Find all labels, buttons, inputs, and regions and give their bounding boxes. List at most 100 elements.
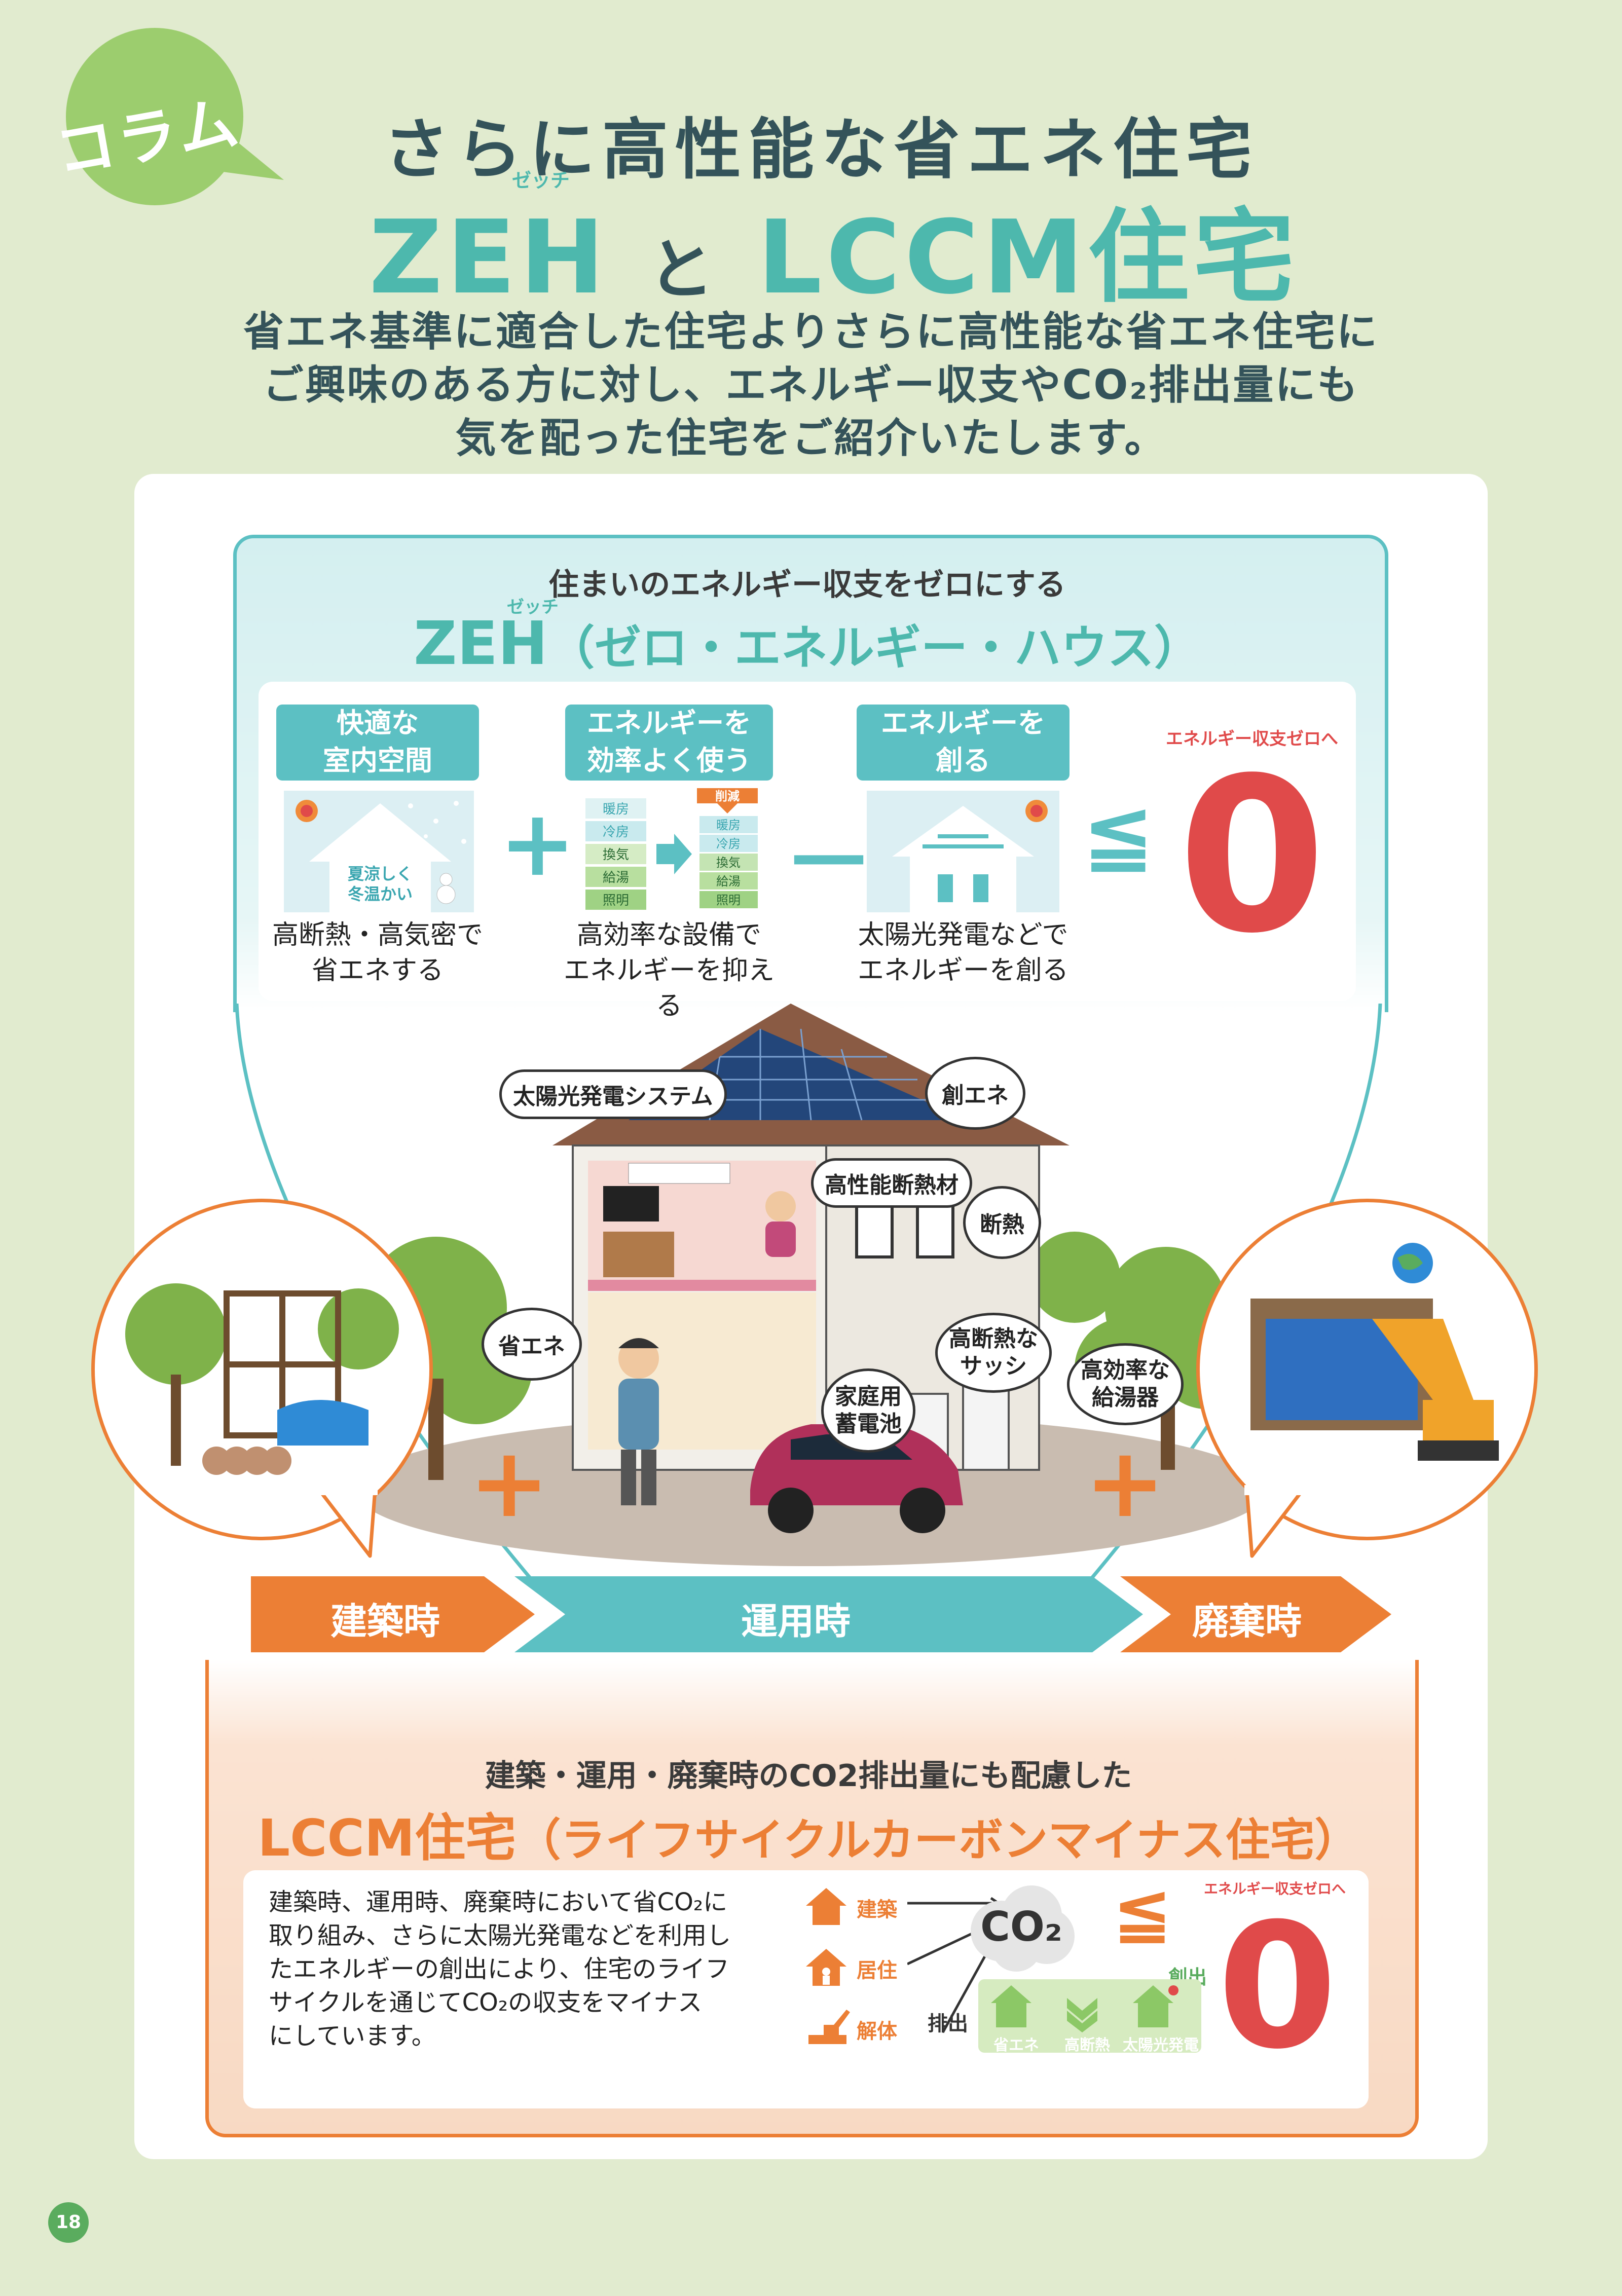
bar-left-4: 給湯 [603,870,629,885]
zeh-item3-head-line2: 創る [936,745,990,776]
zeh-item1-head-line1: 快適な [337,707,419,739]
callout-battery: 家庭用 蓄電池 [821,1368,915,1453]
zeh-item1-caption-line2: 省エネする [311,955,444,986]
page-title-line2: ZEH と LCCM住宅 [0,175,1622,322]
lccm-text-line3: たエネルギーの創出により、住宅のライフ [269,1955,730,1983]
callout-sash-line2: サッシ [960,1353,1027,1379]
bar-right-1: 暖房 [716,818,741,832]
zeh-item2-head: エネルギーを 効率よく使う [565,705,773,781]
callout-water-heater: 高効率な 給湯器 [1067,1343,1184,1425]
zeh-item3-head: エネルギーを 創る [857,705,1070,781]
lccm-text-line1: 建築時、運用時、廃棄時において省CO₂に [269,1888,728,1916]
bar-right-2: 冷房 [716,837,741,851]
title-lccm: LCCM住宅 [757,199,1299,317]
page-number: 18 [48,2202,89,2243]
lccm-title-paren: （ライフサイクルカーボンマイナス住宅） [516,1814,1359,1866]
intro-line-1: 省エネ基準に適合した住宅よりさらに高性能な省エネ住宅に [243,308,1379,355]
green-item-energy-saving: 省エネ [993,2036,1039,2054]
zeh-ruby: ゼッチ [512,169,570,192]
lccm-title: LCCM住宅（ライフサイクルカーボンマイナス住宅） [205,1797,1412,1870]
bar-left-1: 暖房 [603,802,629,817]
zeh-item1-caption: 高断熱・高気密で 省エネする [264,917,492,988]
callout-water-heater-line2: 給湯器 [1092,1385,1159,1411]
lccm-text-line2: 取り組み、さらに太陽光発電などを利用し [269,1921,731,1950]
zeh-zero: 0 [1177,732,1326,980]
zeh-title-ruby: ゼッチ [507,597,559,617]
intro-line-3: 気を配った住宅をご紹介いたします。 [455,415,1167,462]
co2-cloud [971,1885,1075,1972]
callout-create-energy: 創エネ [925,1057,1025,1130]
zeh-item2-head-line2: 効率よく使う [587,745,751,776]
green-item-insulation: 高断熱 [1064,2036,1110,2054]
zeh-item3-head-line1: エネルギーを [881,707,1045,739]
title-zeh: ZEH [368,199,609,317]
lifecycle-arrows [251,1576,1391,1652]
co2-label: CO₂ [980,1903,1062,1950]
bar-right-4: 給湯 [716,874,741,888]
demolition-circle [1196,1199,1538,1540]
demolition-scene [1250,1243,1499,1461]
stage-operation: 運用時 [741,1600,851,1643]
lccm-description: 建築時、運用時、廃棄時において省CO₂に 取り組み、さらに太陽光発電などを利用し… [269,1885,765,2053]
source-living: 居住 [857,1959,897,1982]
comfortable-house-icon: 夏涼しく 冬温かい [284,791,474,912]
zeh-title: ZEH（ゼロ・エネルギー・ハウス） [233,608,1381,678]
lccm-text-line5: にしています。 [269,2022,436,2050]
page-title-line1: さらに高性能な省エネ住宅 [383,111,1259,188]
column-badge [66,28,284,205]
zeh-item1-head: 快適な 室内空間 [276,705,479,781]
construction-scene [125,1283,399,1475]
callout-water-heater-line1: 高効率な [1081,1357,1170,1383]
zeh-item3-caption-line1: 太陽光発電などで [858,920,1068,950]
demolition-icon [808,2010,850,2044]
zeh-zero-label: エネルギー収支ゼロへ [1166,729,1338,749]
minus-operator: － [783,810,875,916]
energy-bars-icon: 暖房 冷房 換気 給湯 照明 削減 暖房 冷房 換気 給湯 照明 [585,788,758,910]
zeh-item3-caption-line2: エネルギーを創る [857,955,1068,986]
comfort-text-2: 冬温かい [348,884,413,904]
zeh-item2-caption-line1: 高効率な設備で [576,920,761,950]
zeh-item2-caption-line2: エネルギーを抑える [563,955,775,1021]
construction-circle-tail [317,1485,378,1558]
lccm-text-line4: サイクルを通じてCO₂の収支をマイナス [269,1988,703,2017]
callout-energy-saving: 省エネ [482,1308,582,1381]
lccm-title-main: LCCM住宅 [257,1808,517,1868]
bar-right-5: 照明 [716,893,741,907]
zeh-item2-head-line1: エネルギーを [587,707,751,739]
zeh-title-paren: （ゼロ・エネルギー・ハウス） [547,621,1201,675]
bar-left-3: 換気 [603,847,629,863]
zeh-item1-head-line2: 室内空間 [323,745,432,776]
green-icons [991,1985,1178,2032]
living-icon [806,1949,846,1986]
reduction-tag: 削減 [715,789,740,803]
emission-label: 排出 [928,2012,968,2035]
intro-line-2: ご興味のある方に対し、エネルギー収支やCO₂排出量にも [263,361,1359,409]
lccm-le-operator: ≦ [1113,1870,1172,1953]
lccm-subtitle: 建築・運用・廃棄時のCO2排出量にも配慮した [485,1758,1132,1794]
solar-house-icon [867,791,1059,912]
stage-demolition: 廃棄時 [1192,1600,1302,1643]
house-illustration [340,1004,1267,1566]
callout-sash: 高断熱な サッシ [935,1313,1052,1393]
zeh-item3-caption: 太陽光発電などで エネルギーを創る [846,917,1080,988]
source-building: 建築 [857,1898,897,1921]
lccm-zero: 0 [1217,1886,1338,2087]
bar-right-3: 換気 [716,856,741,870]
title-to: と [648,231,718,308]
callout-insulation: 断熱 [963,1186,1041,1259]
callout-battery-line1: 家庭用 [835,1384,902,1410]
le-operator: ≦ [1082,783,1155,883]
plus-construction: + [469,1427,550,1539]
source-demolition: 解体 [857,2020,897,2043]
construction-circle [91,1199,433,1540]
bar-left-5: 照明 [603,893,629,908]
zeh-title-main: ZEH [414,608,548,678]
stage-construction: 建築時 [330,1600,440,1643]
zeh-item2-caption: 高効率な設備で エネルギーを抑える [552,917,786,1024]
callout-battery-line2: 蓄電池 [835,1411,902,1437]
lccm-zero-label: エネルギー収支ゼロへ [1203,1880,1346,1897]
plus-demolition: + [1085,1427,1166,1539]
callout-solar-system: 太陽光発電システム [499,1069,727,1119]
green-item-solar: 太陽光発電 [1123,2036,1199,2054]
